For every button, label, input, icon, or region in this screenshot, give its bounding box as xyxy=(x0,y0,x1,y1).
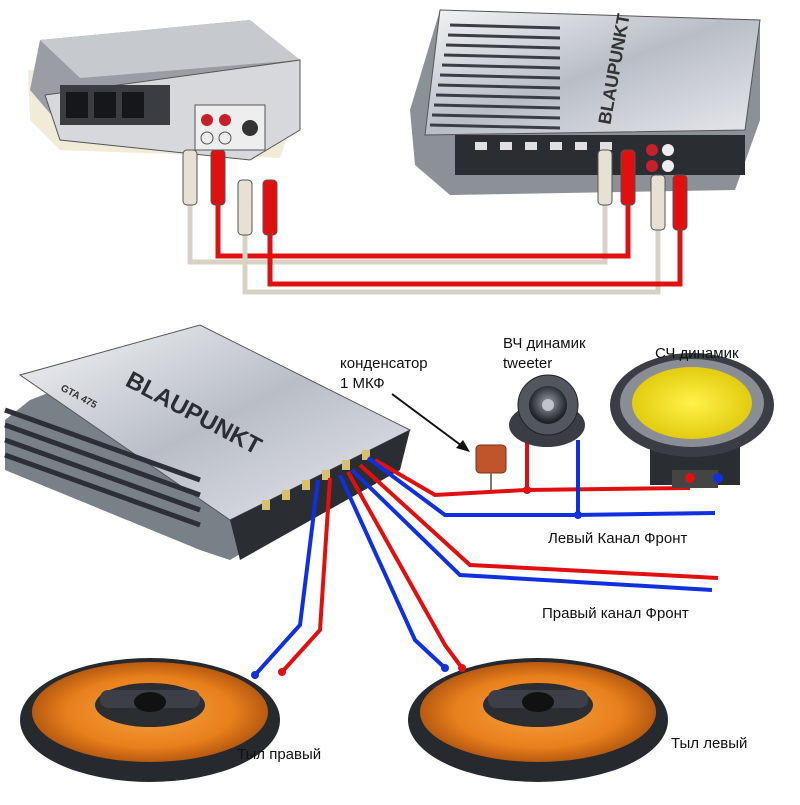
rca-cables xyxy=(187,200,683,295)
rear-left-label: Тыл левый xyxy=(671,735,748,752)
midrange-speaker xyxy=(610,353,774,488)
speaker-terminals xyxy=(251,664,466,679)
wire-junctions xyxy=(523,486,582,519)
capacitor-label-line1: конденсатор xyxy=(340,355,428,372)
rca-plugs xyxy=(182,149,688,236)
rear-speaker-right xyxy=(20,658,280,782)
rear-right-speaker-brand-logo: auto xyxy=(155,783,179,795)
head-unit xyxy=(28,20,301,161)
midrange-label: СЧ динамик xyxy=(655,345,739,362)
capacitor-label-line2: 1 МКФ xyxy=(340,375,385,392)
left-front-label: Левый Канал Фронт xyxy=(548,530,688,547)
tweeter xyxy=(509,374,585,447)
main-amplifier xyxy=(4,324,412,560)
top-amplifier xyxy=(410,9,761,195)
capacitor-pointer-arrow xyxy=(391,393,470,452)
speaker-wires xyxy=(253,440,719,677)
capacitor xyxy=(475,444,507,490)
tweeter-label-line2: tweeter xyxy=(503,355,553,372)
rear-speaker-left xyxy=(408,658,668,782)
rear-left-speaker-brand-logo: auto xyxy=(552,781,576,793)
right-front-label: Правый канал Фронт xyxy=(542,605,689,622)
tweeter-label-line1: ВЧ динамик xyxy=(503,335,586,352)
rear-right-label: Тыл правый xyxy=(237,746,322,763)
